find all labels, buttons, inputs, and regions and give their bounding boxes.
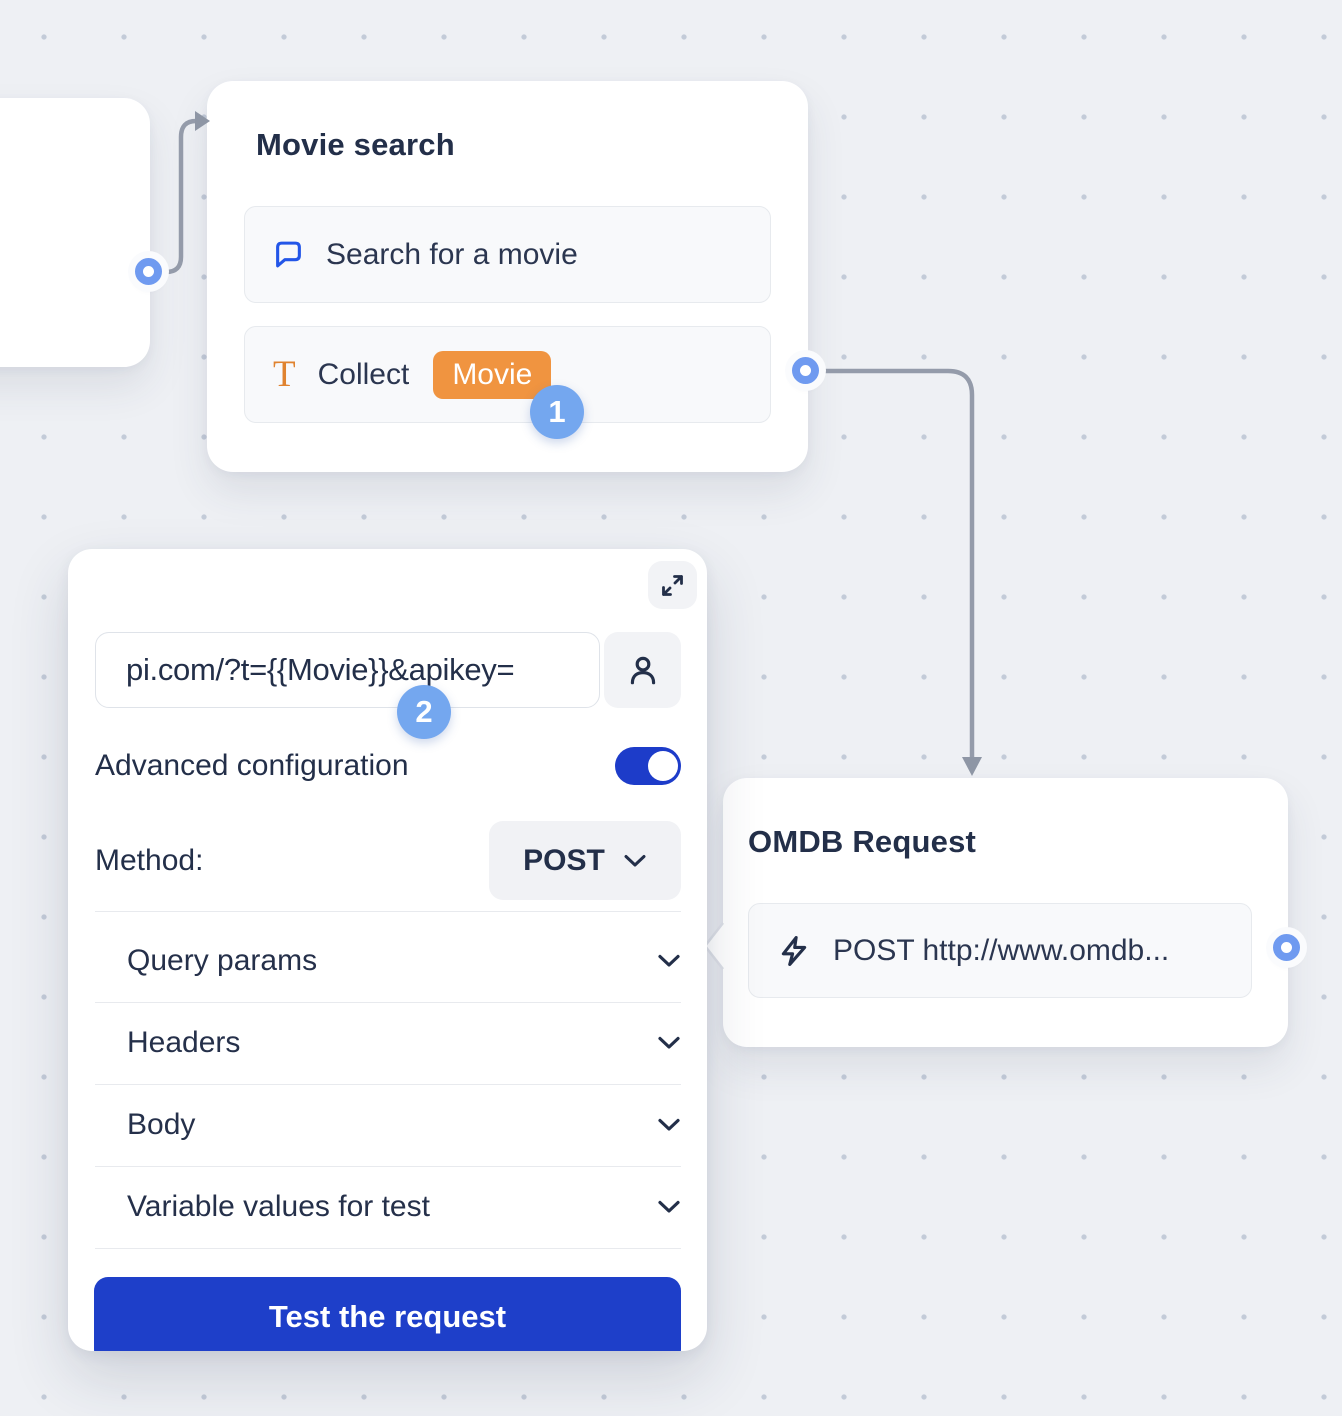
webhook-bolt-icon: [777, 934, 811, 968]
method-label: Method:: [95, 843, 204, 877]
divider: [95, 1248, 681, 1249]
previous-node-card[interactable]: [0, 98, 150, 367]
section-label: Headers: [127, 1026, 241, 1059]
output-port[interactable]: [792, 357, 819, 384]
method-dropdown[interactable]: POST: [489, 821, 681, 900]
node-title: OMDB Request: [748, 824, 977, 859]
person-icon: [625, 652, 661, 688]
method-value: POST: [523, 843, 605, 877]
chevron-down-icon[interactable]: [657, 1036, 681, 1050]
output-port[interactable]: [135, 258, 162, 285]
step-badge-1: 1: [530, 385, 584, 439]
divider: [95, 1084, 681, 1085]
omdb-request-node[interactable]: OMDB Request POST http://www.omdb...: [723, 778, 1288, 1047]
chevron-down-icon[interactable]: [657, 954, 681, 968]
test-request-button[interactable]: Test the request: [94, 1277, 681, 1351]
node-title: Movie search: [256, 127, 455, 162]
divider: [95, 911, 681, 912]
step-badge-2: 2: [397, 685, 451, 739]
expand-icon: [659, 572, 686, 599]
section-body[interactable]: Body: [95, 1084, 681, 1166]
section-label: Variable values for test: [127, 1190, 430, 1223]
expand-button[interactable]: [648, 561, 697, 609]
webhook-row-label: POST http://www.omdb...: [833, 933, 1170, 967]
webhook-row[interactable]: POST http://www.omdb...: [748, 903, 1252, 998]
collect-row[interactable]: T Collect Movie: [244, 326, 771, 423]
text-collect-icon: T: [273, 354, 296, 395]
advanced-configuration-toggle[interactable]: [615, 747, 681, 785]
message-row[interactable]: Search for a movie: [244, 206, 771, 303]
chevron-down-icon: [623, 854, 647, 868]
person-button[interactable]: [604, 632, 681, 708]
section-label: Body: [127, 1108, 196, 1141]
section-headers[interactable]: Headers: [95, 1002, 681, 1084]
message-row-label: Search for a movie: [326, 237, 578, 271]
chat-bubble-icon: [273, 239, 304, 270]
movie-search-node[interactable]: Movie search Search for a movie T Collec…: [207, 81, 808, 472]
divider: [95, 1166, 681, 1167]
advanced-configuration-label: Advanced configuration: [95, 749, 409, 782]
chevron-down-icon[interactable]: [657, 1200, 681, 1214]
output-port[interactable]: [1273, 934, 1300, 961]
section-variable-values[interactable]: Variable values for test: [95, 1166, 681, 1248]
variable-badge[interactable]: Movie: [433, 350, 552, 399]
section-query-params[interactable]: Query params: [95, 920, 681, 1002]
chevron-down-icon[interactable]: [657, 1118, 681, 1132]
url-input[interactable]: pi.com/?t={{Movie}}&apikey=: [95, 632, 600, 708]
input-notch: [703, 922, 724, 970]
toggle-knob: [648, 751, 678, 781]
collect-row-label: Collect: [317, 357, 410, 391]
section-label: Query params: [127, 944, 318, 977]
divider: [95, 1002, 681, 1003]
webhook-config-panel: pi.com/?t={{Movie}}&apikey= Advanced con…: [68, 549, 707, 1351]
